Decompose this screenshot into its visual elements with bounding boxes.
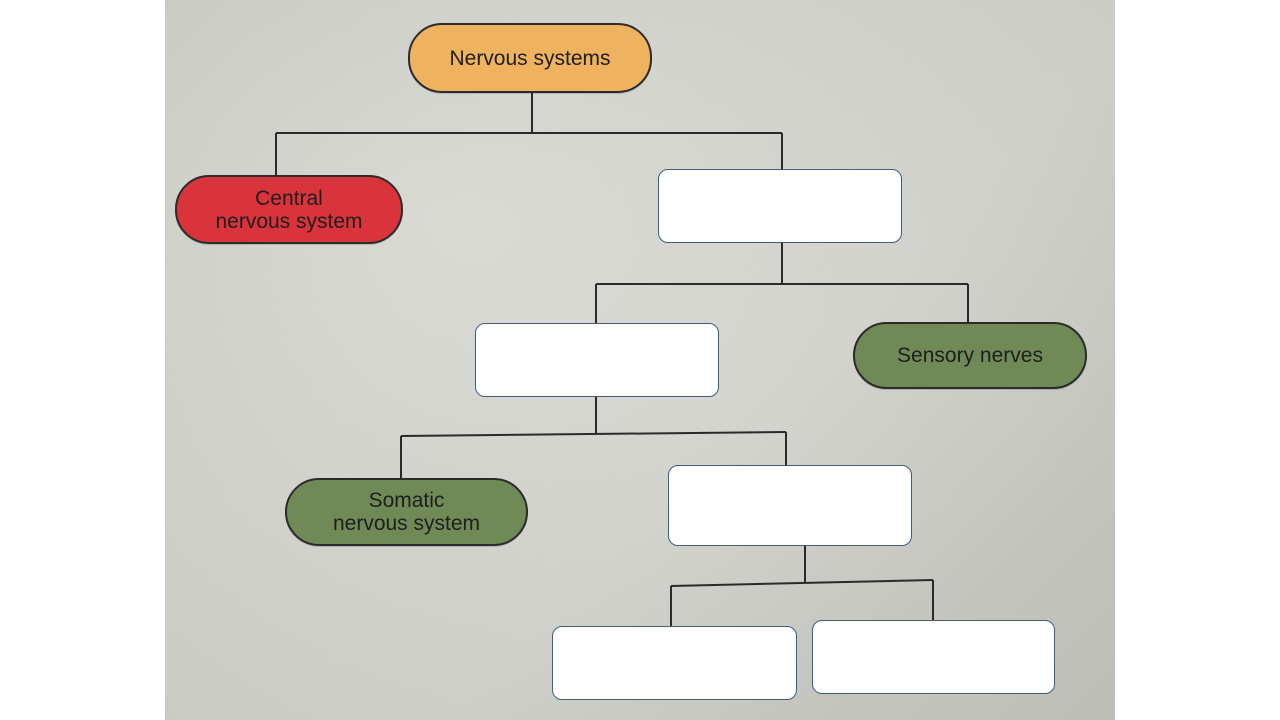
central-nervous-system-node: Central nervous system: [175, 175, 403, 244]
connector: [670, 579, 934, 587]
blank-answer-box-5[interactable]: [812, 620, 1055, 694]
somatic-nervous-system-node: Somatic nervous system: [285, 478, 528, 546]
blank-answer-box-4[interactable]: [552, 626, 797, 700]
blank-answer-box-3[interactable]: [668, 465, 912, 546]
sensory-nerves-node: Sensory nerves: [853, 322, 1087, 389]
blank-answer-box-2[interactable]: [475, 323, 719, 397]
nervous-systems-node: Nervous systems: [408, 23, 652, 93]
central-nervous-system-label: Central nervous system: [215, 186, 363, 233]
blank-answer-box-1[interactable]: [658, 169, 902, 243]
connector: [400, 431, 787, 437]
nervous-systems-label: Nervous systems: [449, 46, 611, 70]
sensory-nerves-label: Sensory nerves: [897, 344, 1043, 367]
somatic-nervous-system-label: Somatic nervous system: [332, 489, 481, 535]
